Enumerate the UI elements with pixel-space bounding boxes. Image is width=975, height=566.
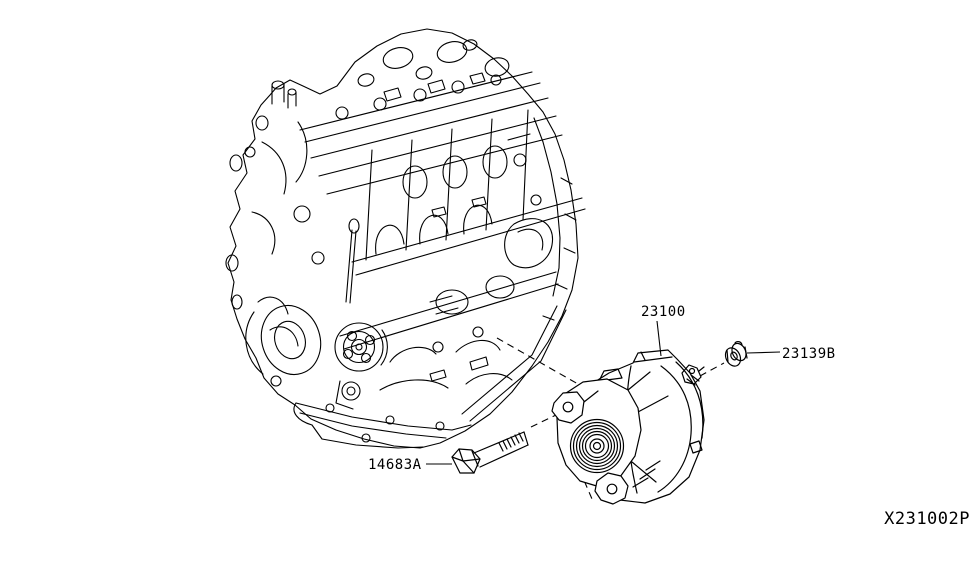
callout-alternator-label[interactable]: 23100 (641, 304, 686, 320)
dashed-line-engine-to-ear (496, 337, 579, 385)
leader-line-23100 (656, 320, 662, 357)
callout-nut-label[interactable]: 23139B (782, 346, 836, 362)
nut-drawing (724, 341, 748, 367)
callout-bolt-label[interactable]: 14683A (368, 457, 422, 473)
dashed-line-stud-to-nut (699, 362, 725, 377)
engine-drawing (225, 28, 586, 449)
bolt-drawing (451, 431, 529, 474)
alternator-drawing (551, 349, 705, 505)
pulley-drawing (569, 418, 625, 474)
diagram-code: X231002P (884, 509, 970, 529)
leader-line-23139B (746, 351, 781, 354)
callouts: 23100 23139B 14683A (368, 304, 836, 473)
terminal-stud-drawing (681, 364, 705, 386)
dashed-line-bolt-axis (530, 414, 557, 428)
